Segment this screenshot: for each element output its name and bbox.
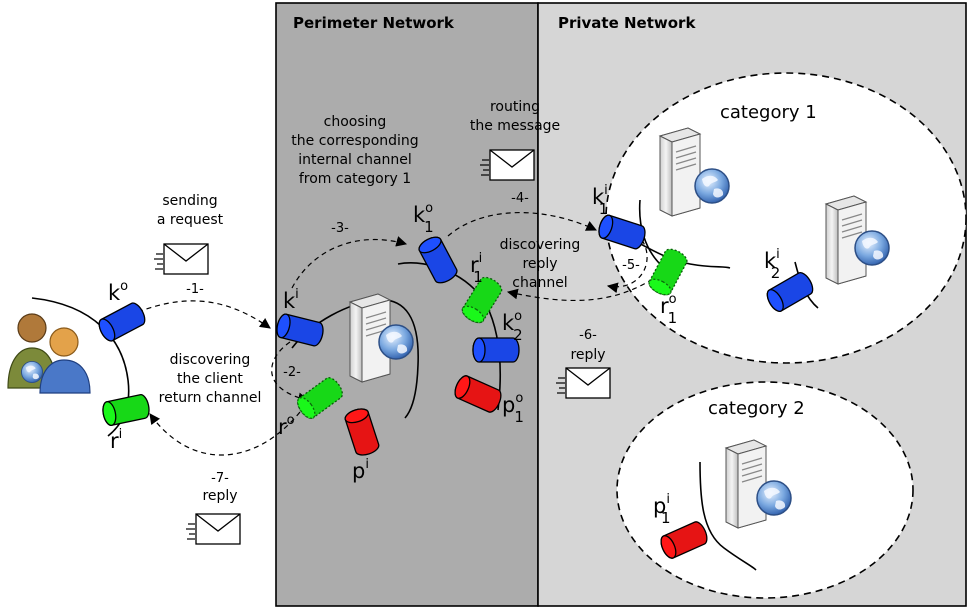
- users-icon: [7, 313, 91, 394]
- category-1-label: category 1: [720, 102, 817, 123]
- channel-ki2: [766, 272, 814, 312]
- channel-ki: [276, 313, 324, 347]
- arrow-step-5: [606, 239, 648, 294]
- svg-text:the corresponding: the corresponding: [291, 133, 418, 149]
- globe-icon: [378, 324, 414, 360]
- svg-text:internal channel: internal channel: [298, 152, 412, 168]
- globe-icon: [854, 230, 890, 266]
- note-routing: routing the message: [470, 99, 560, 134]
- perimeter-network-title: Perimeter Network: [293, 14, 455, 32]
- svg-text:sending: sending: [162, 193, 217, 209]
- envelope-icon: [153, 243, 209, 275]
- step-label-3: -3-: [331, 221, 349, 236]
- channel-label-ko: ko: [108, 279, 128, 305]
- note-reply-7: reply: [202, 488, 237, 504]
- channel-pi1: [660, 521, 708, 559]
- private-network-title: Private Network: [558, 14, 696, 32]
- channel-ki1: [598, 214, 646, 250]
- svg-text:from category 1: from category 1: [299, 171, 411, 187]
- cat2-node-boundary: [699, 461, 757, 571]
- category-2-label: category 2: [708, 398, 805, 419]
- channel-pi: [344, 408, 380, 456]
- step-label-5: -5-: [622, 258, 640, 273]
- perimeter-node-boundary: [291, 299, 419, 419]
- globe-icon: [694, 168, 730, 204]
- svg-text:return channel: return channel: [159, 390, 262, 406]
- step-label-6: -6-: [579, 328, 597, 343]
- svg-text:discovering: discovering: [170, 352, 251, 368]
- svg-text:channel: channel: [512, 275, 567, 291]
- channel-ko2: [472, 337, 520, 363]
- svg-text:a request: a request: [157, 212, 224, 228]
- globe-icon: [756, 480, 792, 516]
- channel-ri1: [461, 276, 503, 324]
- channel-ro: [297, 377, 343, 419]
- step-label-7: -7-: [211, 471, 229, 486]
- arrow-step-7: [149, 411, 301, 456]
- svg-text:discovering: discovering: [500, 237, 581, 253]
- svg-text:the message: the message: [470, 118, 560, 134]
- channel-ko1: [418, 236, 458, 284]
- channel-label-ro: ro: [278, 413, 295, 439]
- step-label-1: -1-: [186, 282, 204, 297]
- note-sending: sending a request: [157, 193, 224, 228]
- svg-text:routing: routing: [490, 99, 540, 115]
- step-label-4: -4-: [511, 191, 529, 206]
- arrow-step-6: [506, 273, 661, 302]
- channel-ro1: [648, 248, 688, 296]
- channel-ri: [102, 394, 150, 426]
- svg-text:the client: the client: [177, 371, 243, 387]
- arrow-step-1: [137, 300, 271, 329]
- envelope-icon: [185, 513, 241, 545]
- svg-text:reply: reply: [522, 256, 557, 272]
- channel-po1: [454, 375, 502, 413]
- channel-ko: [98, 302, 146, 342]
- note-choosing: choosing the corresponding internal chan…: [291, 114, 418, 187]
- channel-label-pi: pi: [352, 457, 369, 483]
- note-discovering-reply: discovering reply channel: [500, 237, 581, 291]
- channel-label-ki: ki: [283, 287, 299, 313]
- note-discovering-client: discovering the client return channel: [159, 352, 262, 406]
- note-reply-6: reply: [570, 347, 605, 363]
- channel-label-ri: ri: [110, 427, 122, 453]
- svg-text:choosing: choosing: [324, 114, 387, 130]
- arrow-step-2: [271, 341, 310, 404]
- step-label-2: -2-: [283, 365, 301, 380]
- perimeter-network-zone: [275, 2, 539, 607]
